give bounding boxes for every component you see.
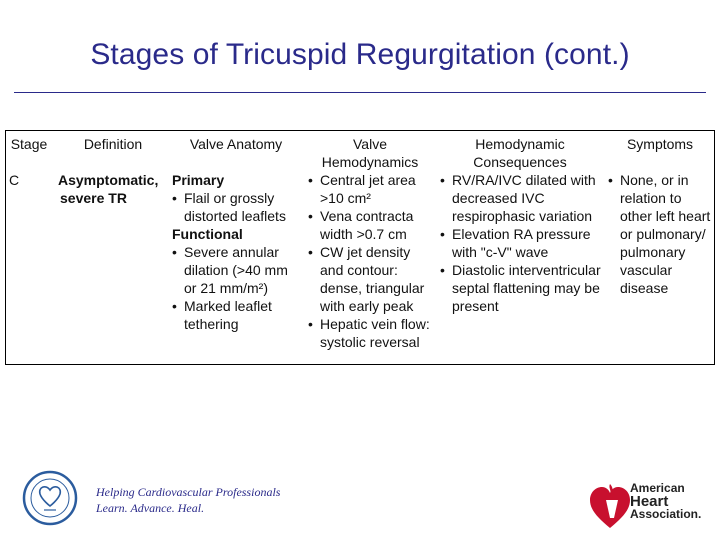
list-item: Marked leaflet tethering — [170, 297, 304, 333]
symptoms-cell: None, or in relation to other left heart… — [606, 171, 712, 297]
aha-line1: American — [630, 481, 685, 495]
list-item: Diastolic interventricular septal flatte… — [438, 261, 608, 315]
list-item: None, or in relation to other left heart… — [606, 171, 712, 297]
anatomy-functional-label: Functional — [172, 226, 243, 242]
header-stage: Stage — [10, 136, 48, 152]
list-item: Severe annular dilation (>40 mm or 21 mm… — [170, 243, 304, 297]
aha-line2: Heart — [630, 493, 669, 510]
slide-title: Stages of Tricuspid Regurgitation (cont.… — [90, 38, 630, 71]
header-symptoms: Symptoms — [626, 136, 694, 152]
valve-hemodynamics-cell: Central jet area >10 cm² Vena contracta … — [306, 171, 436, 351]
header-consequences-line2: Consequences — [473, 154, 567, 170]
list-item: Central jet area >10 cm² — [306, 171, 436, 207]
society-seal-logo — [22, 470, 78, 526]
anatomy-primary-label: Primary — [172, 172, 225, 188]
definition-line1: Asymptomatic, — [58, 172, 159, 188]
list-item: RV/RA/IVC dilated with decreased IVC res… — [438, 171, 608, 225]
stages-table — [5, 130, 715, 365]
definition-cell: Asymptomatic, severe TR — [58, 171, 170, 207]
list-item: Vena contracta width >0.7 cm — [306, 207, 436, 243]
stage-value: C — [9, 172, 20, 188]
list-item: Elevation RA pressure with "c-V" wave — [438, 225, 608, 261]
header-valve-anatomy: Valve Anatomy — [189, 136, 283, 152]
header-valve-hemodynamics: Valve Hemodynamics — [305, 135, 435, 171]
header-consequences-line1: Hemodynamic — [475, 136, 565, 152]
definition-line2: severe TR — [60, 190, 127, 206]
anatomy-primary-list: Flail or grossly distorted leaflets — [170, 189, 304, 225]
aha-line3: Association. — [630, 507, 702, 521]
tagline-line1: Helping Cardiovascular Professionals — [96, 485, 281, 499]
header-definition: Definition — [83, 136, 143, 152]
list-item: Hepatic vein flow: systolic reversal — [306, 315, 436, 351]
aha-wordmark: American Heart Association. — [630, 482, 720, 521]
tagline-line2: Learn. Advance. Heal. — [96, 501, 205, 515]
valve-anatomy-cell: Primary Flail or grossly distorted leafl… — [172, 171, 304, 333]
list-item: CW jet density and contour: dense, trian… — [306, 243, 436, 315]
aha-heart-torch-logo — [590, 484, 630, 528]
footer-tagline: Helping Cardiovascular Professionals Lea… — [96, 484, 336, 516]
anatomy-functional-list: Severe annular dilation (>40 mm or 21 mm… — [170, 243, 304, 333]
header-valve-hemodynamics-line2: Hemodynamics — [321, 154, 419, 170]
title-divider — [14, 92, 706, 93]
list-item: Flail or grossly distorted leaflets — [170, 189, 304, 225]
header-hemodynamic-consequences: Hemodynamic Consequences — [435, 135, 605, 171]
header-valve-hemodynamics-line1: Valve — [353, 136, 387, 152]
hemodynamic-consequences-cell: RV/RA/IVC dilated with decreased IVC res… — [438, 171, 608, 315]
